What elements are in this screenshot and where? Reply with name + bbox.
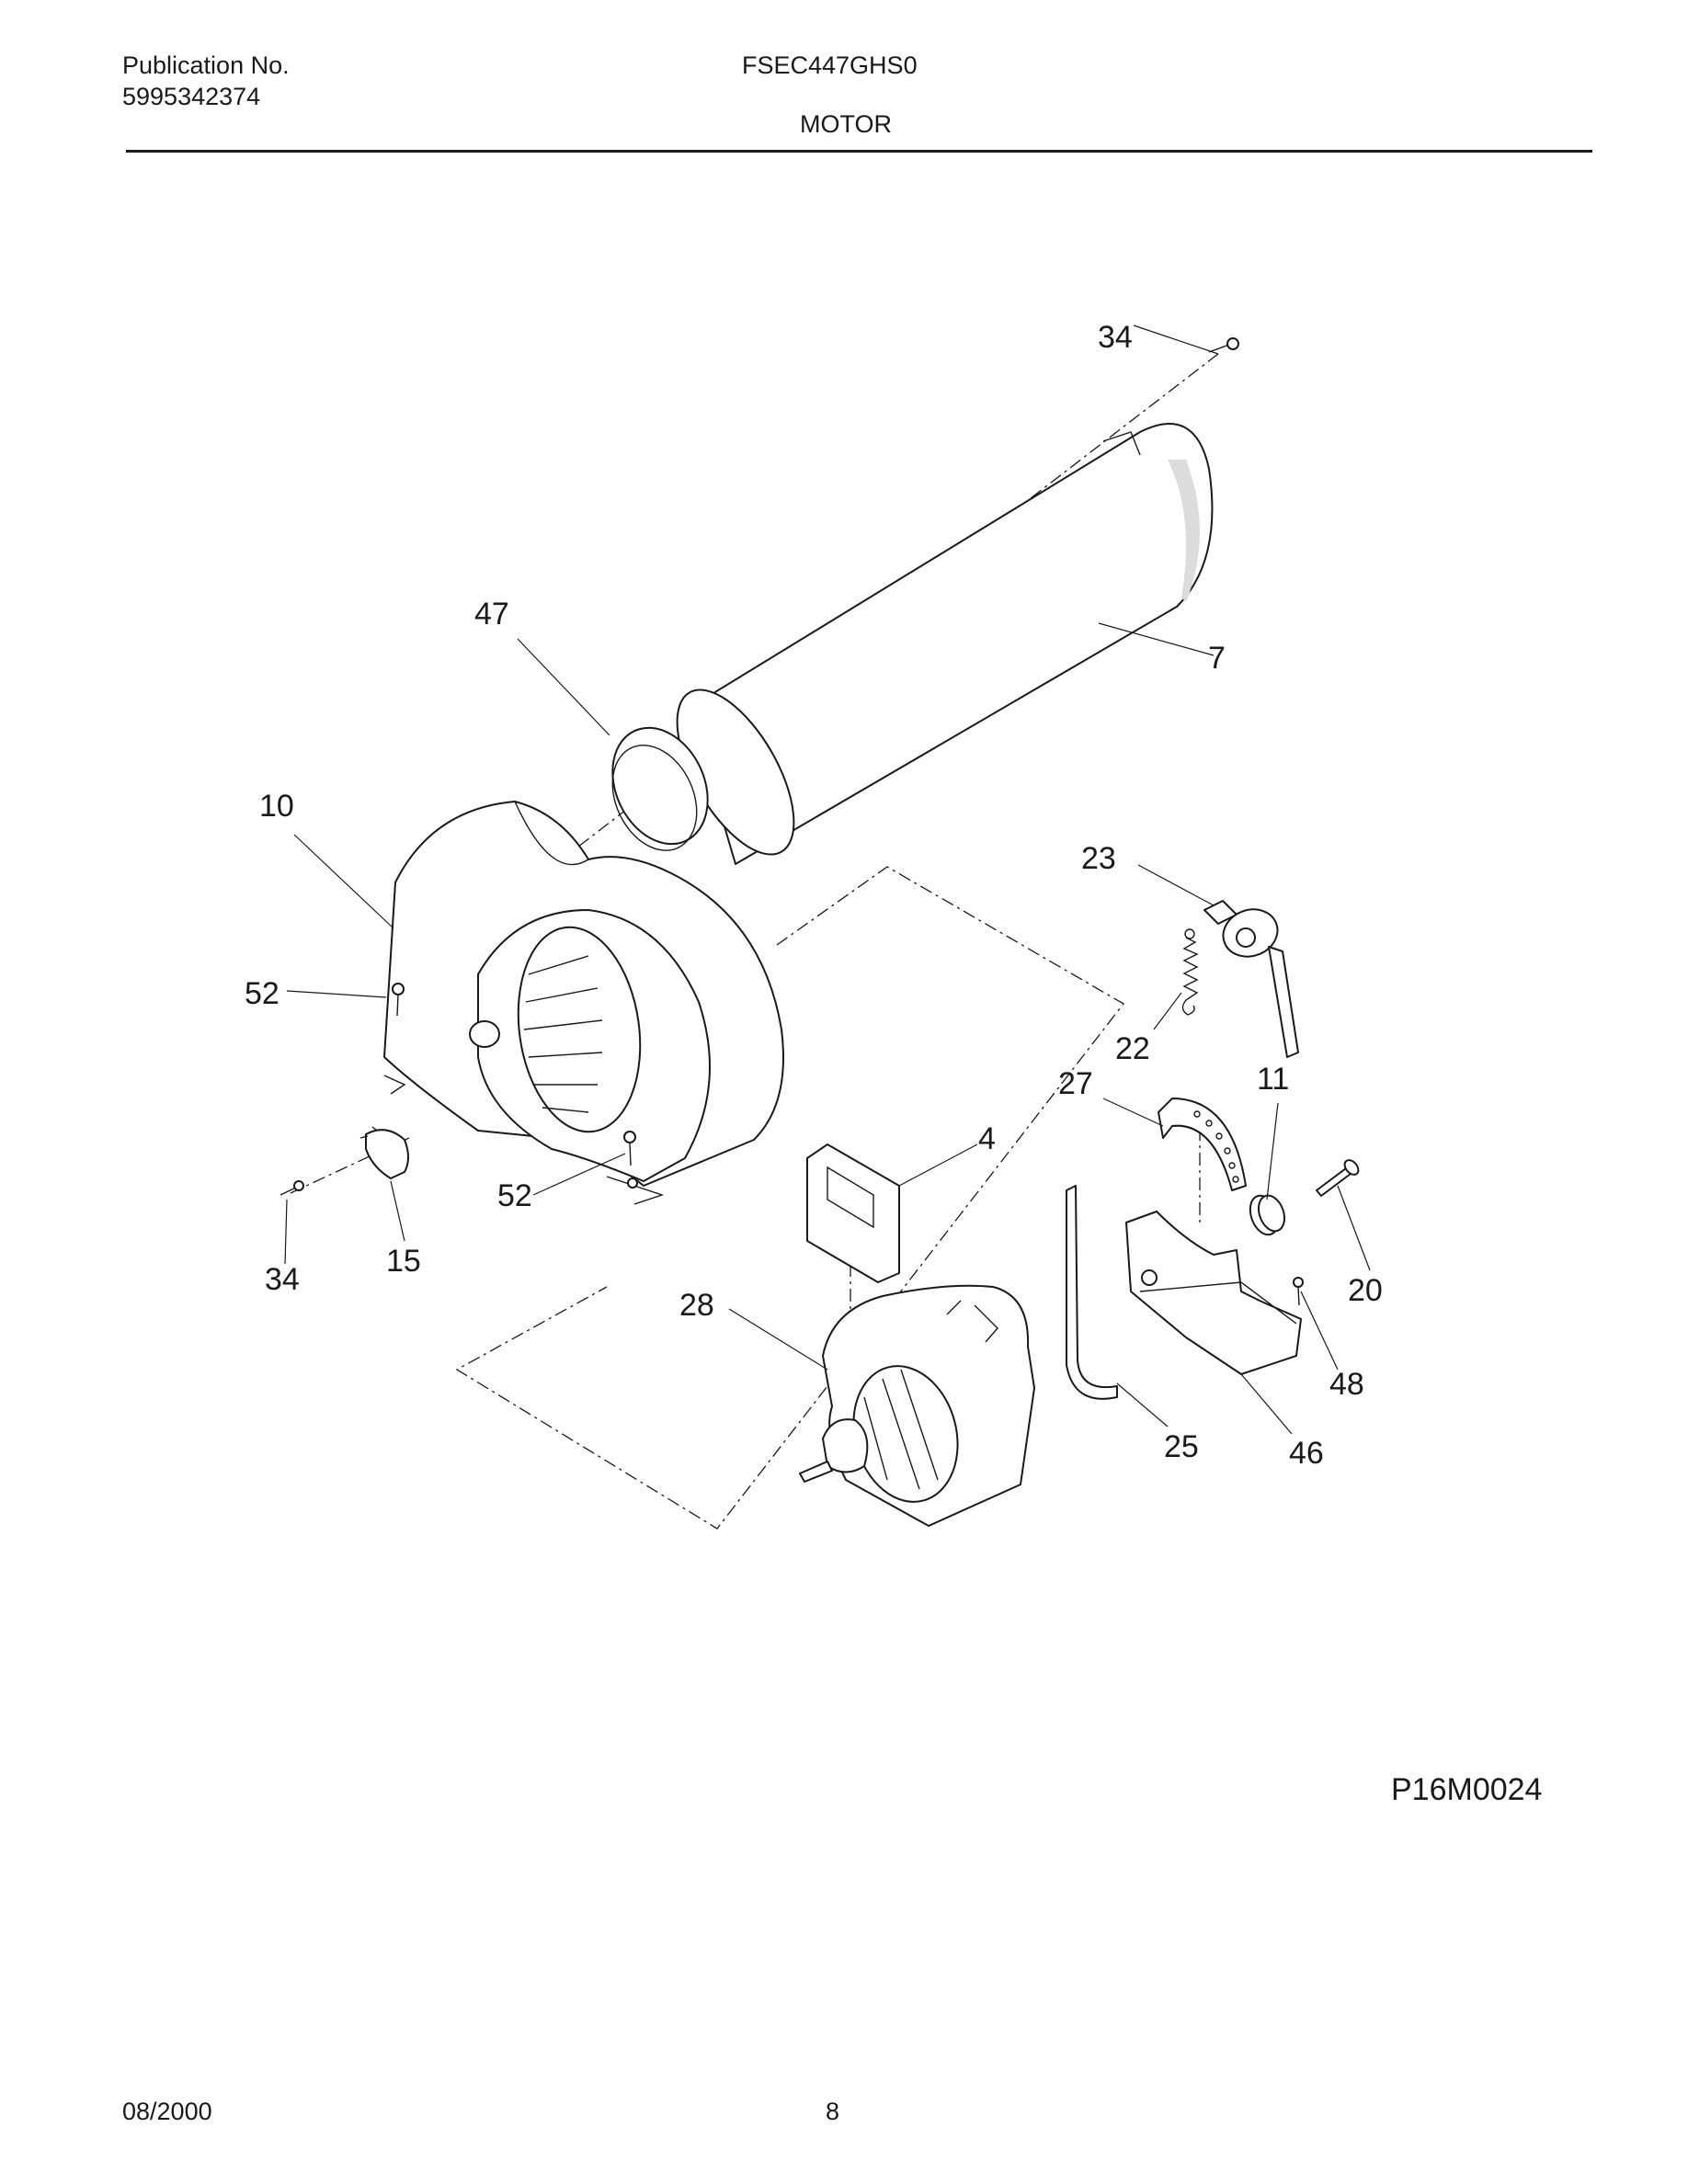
footer-date: 08/2000 [122, 2098, 212, 2125]
motor-support-bracket [1066, 1185, 1118, 1400]
publication-label: Publication No. [122, 51, 290, 79]
callout-52-left: 52 [245, 976, 279, 1011]
callout-7: 7 [1208, 641, 1226, 676]
callout-20: 20 [1348, 1273, 1383, 1308]
callout-23: 23 [1081, 841, 1116, 876]
idler-arm [1158, 1098, 1247, 1191]
motor-switch [1203, 900, 1299, 1058]
idler-bracket [1125, 1211, 1302, 1375]
callout-11: 11 [1257, 1062, 1289, 1097]
section-title: MOTOR [800, 110, 892, 138]
leader-lines [284, 324, 1371, 1435]
screw-52-left [392, 983, 405, 1017]
idler-pulley [1249, 1194, 1286, 1236]
publication-number: 5995342374 [122, 83, 261, 110]
thermostat [359, 1126, 409, 1179]
idler-shaft [1316, 1159, 1360, 1197]
drive-motor [799, 1284, 1035, 1527]
callout-27: 27 [1058, 1066, 1093, 1101]
callout-47: 47 [474, 597, 509, 631]
screw-52-bottom [623, 1131, 638, 1189]
callout-25: 25 [1164, 1429, 1199, 1464]
callout-52-bottom: 52 [497, 1178, 532, 1213]
screw-34-left [279, 1180, 304, 1196]
callout-34-left: 34 [265, 1262, 300, 1297]
callout-22: 22 [1115, 1031, 1150, 1066]
screw-34-top [1208, 337, 1239, 353]
blower-housing [383, 801, 784, 1205]
tension-spring [1181, 928, 1199, 1016]
callout-4: 4 [978, 1121, 996, 1156]
callout-34-top: 34 [1098, 320, 1133, 355]
callout-10: 10 [259, 789, 294, 824]
callout-46: 46 [1289, 1436, 1324, 1471]
model-number: FSEC447GHS0 [742, 51, 918, 79]
callout-15: 15 [386, 1244, 421, 1279]
header-rule [126, 150, 1592, 153]
screw-48 [1293, 1277, 1304, 1306]
diagram-reference-code: P16M0024 [1391, 1772, 1543, 1807]
duct-clamp-ring [611, 726, 709, 851]
exhaust-duct [676, 423, 1214, 865]
callout-28: 28 [679, 1288, 714, 1323]
footer-page-number: 8 [826, 2098, 840, 2125]
callout-48: 48 [1329, 1367, 1364, 1402]
motor-mount-pad [806, 1143, 900, 1283]
